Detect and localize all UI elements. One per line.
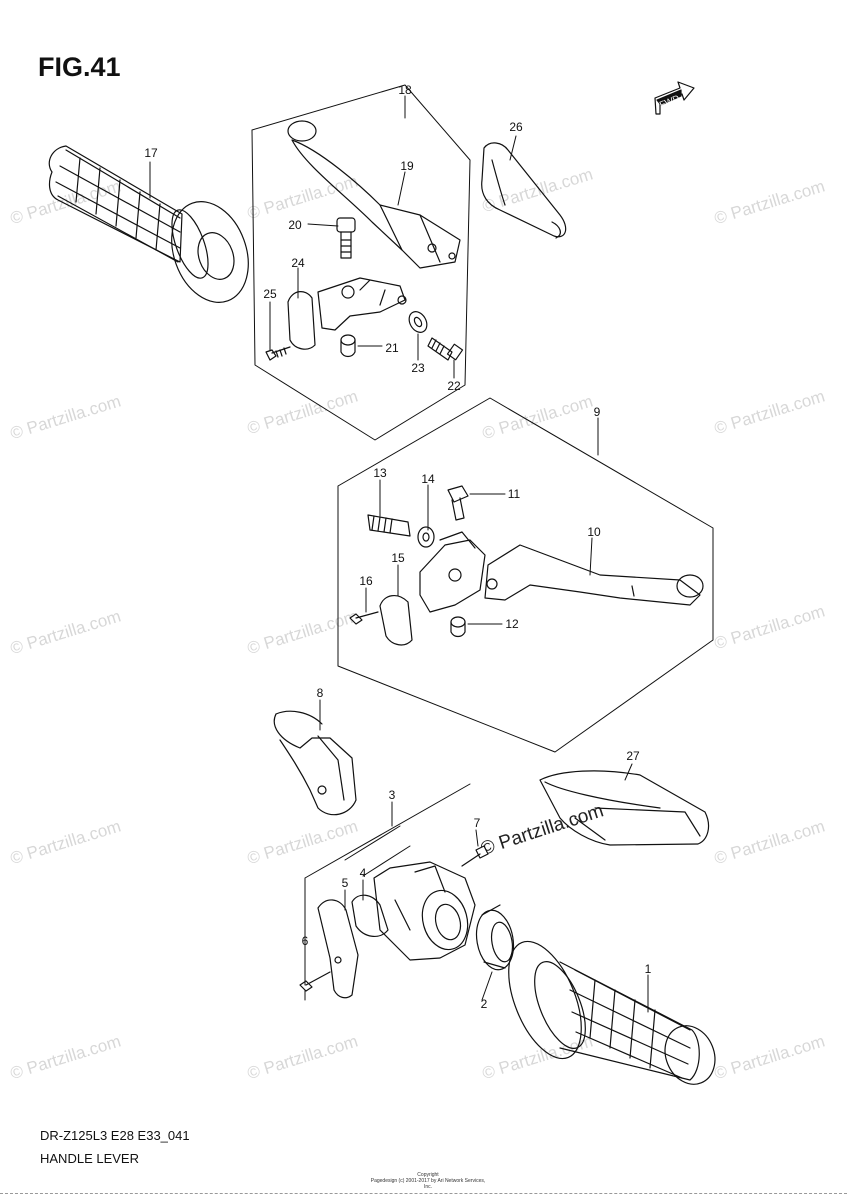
callout-1[interactable]: 1 <box>644 962 652 976</box>
throttle-housing <box>373 861 476 961</box>
leader-lines <box>149 95 649 1013</box>
callout-2[interactable]: 2 <box>480 997 488 1011</box>
cover-4 <box>351 894 389 937</box>
callout-4[interactable]: 4 <box>359 866 367 880</box>
callout-24[interactable]: 24 <box>291 256 305 270</box>
adjuster-13 <box>367 514 411 537</box>
bolt-11 <box>447 485 469 521</box>
screw-7 <box>461 845 489 867</box>
pivot-bolt-20 <box>336 217 356 259</box>
callout-12[interactable]: 12 <box>505 617 519 631</box>
adjuster-bolt-22 <box>427 337 464 361</box>
callout-7[interactable]: 7 <box>473 816 481 830</box>
model-code: DR-Z125L3 E28 E33_041 <box>40 1128 190 1143</box>
hand-guard-cover <box>539 770 710 846</box>
callout-20[interactable]: 20 <box>288 218 302 232</box>
callout-23[interactable]: 23 <box>411 361 425 375</box>
forward-arrow-icon <box>654 81 695 115</box>
callout-6[interactable]: 6 <box>301 934 309 948</box>
callout-8[interactable]: 8 <box>316 686 324 700</box>
lever-guard <box>481 142 567 239</box>
callout-14[interactable]: 14 <box>421 472 435 486</box>
screw-6 <box>299 971 331 992</box>
copyright-line: Copyright <box>417 1172 439 1178</box>
callout-22[interactable]: 22 <box>447 379 461 393</box>
copyright-notice: Copyright Pagedesign (c) 2001-2017 by Ar… <box>368 1172 488 1190</box>
callout-26[interactable]: 26 <box>509 120 523 134</box>
throttle-cable <box>273 710 357 816</box>
collar-12 <box>450 616 466 638</box>
callout-11[interactable]: 11 <box>507 487 521 501</box>
clamp-15 <box>379 595 413 646</box>
callout-9[interactable]: 9 <box>593 405 601 419</box>
callout-19[interactable]: 19 <box>400 159 414 173</box>
group-frame-18 <box>251 84 471 441</box>
brake-lever <box>484 544 704 606</box>
callout-25[interactable]: 25 <box>263 287 277 301</box>
callout-16[interactable]: 16 <box>359 574 373 588</box>
nut-23 <box>408 311 428 333</box>
callout-15[interactable]: 15 <box>391 551 405 565</box>
left-grip <box>48 145 249 303</box>
callout-27[interactable]: 27 <box>626 749 640 763</box>
callout-5[interactable]: 5 <box>341 876 349 890</box>
callout-3[interactable]: 3 <box>388 788 396 802</box>
bolt-25 <box>265 346 291 361</box>
group-frame-9 <box>337 397 714 753</box>
collar-21 <box>340 334 356 358</box>
figure-title: FIG.41 <box>38 52 121 82</box>
bolt-16 <box>349 611 379 625</box>
plate-5 <box>317 899 359 999</box>
callout-17[interactable]: 17 <box>144 146 158 160</box>
lever-holder <box>287 277 407 350</box>
copyright-line: Pagedesign (c) 2001-2017 by Ari Network … <box>370 1178 486 1190</box>
callout-10[interactable]: 10 <box>587 525 601 539</box>
throttle-drum <box>475 904 515 971</box>
brake-lever-holder <box>419 531 486 613</box>
callout-18[interactable]: 18 <box>398 83 412 97</box>
clutch-lever <box>287 120 461 269</box>
right-grip <box>508 940 716 1085</box>
callout-21[interactable]: 21 <box>385 341 399 355</box>
nut-14 <box>417 526 435 548</box>
section-name: HANDLE LEVER <box>40 1151 139 1166</box>
page-divider <box>0 1193 847 1194</box>
callout-13[interactable]: 13 <box>373 466 387 480</box>
